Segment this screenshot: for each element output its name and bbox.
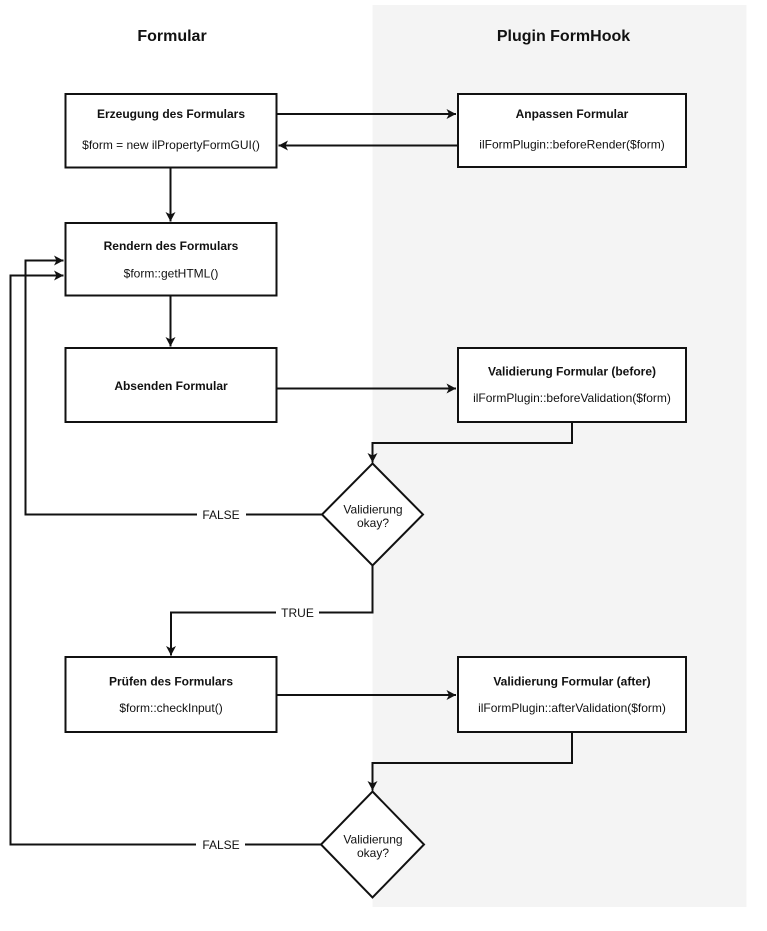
svg-text:TRUE: TRUE bbox=[281, 606, 314, 620]
svg-text:FALSE: FALSE bbox=[202, 508, 239, 522]
svg-text:ilFormPlugin::afterValidation(: ilFormPlugin::afterValidation($form) bbox=[478, 701, 666, 715]
svg-text:ilFormPlugin::beforeValidation: ilFormPlugin::beforeValidation($form) bbox=[473, 391, 671, 405]
svg-text:ilFormPlugin::beforeRender($fo: ilFormPlugin::beforeRender($form) bbox=[479, 137, 664, 151]
svg-text:Rendern des Formulars: Rendern des Formulars bbox=[104, 239, 239, 253]
svg-text:Absenden Formular: Absenden Formular bbox=[114, 379, 228, 393]
svg-text:Anpassen Formular: Anpassen Formular bbox=[516, 107, 629, 121]
svg-text:$form::checkInput(): $form::checkInput() bbox=[119, 701, 222, 715]
svg-text:$form::getHTML(): $form::getHTML() bbox=[124, 267, 219, 281]
svg-text:okay?: okay? bbox=[357, 846, 389, 860]
svg-text:okay?: okay? bbox=[357, 516, 389, 530]
svg-text:FALSE: FALSE bbox=[202, 838, 239, 852]
svg-text:Validierung Formular (after): Validierung Formular (after) bbox=[493, 675, 650, 689]
svg-text:Plugin FormHook: Plugin FormHook bbox=[497, 28, 630, 45]
svg-text:Prüfen des Formulars: Prüfen des Formulars bbox=[109, 675, 233, 689]
svg-text:Formular: Formular bbox=[137, 28, 206, 45]
svg-text:Validierung Formular (before): Validierung Formular (before) bbox=[488, 365, 656, 379]
svg-text:Validierung: Validierung bbox=[343, 503, 402, 517]
svg-text:Erzeugung des Formulars: Erzeugung des Formulars bbox=[97, 107, 245, 121]
svg-text:Validierung: Validierung bbox=[343, 833, 402, 847]
svg-text:$form = new ilPropertyFormGUI(: $form = new ilPropertyFormGUI() bbox=[82, 138, 260, 152]
